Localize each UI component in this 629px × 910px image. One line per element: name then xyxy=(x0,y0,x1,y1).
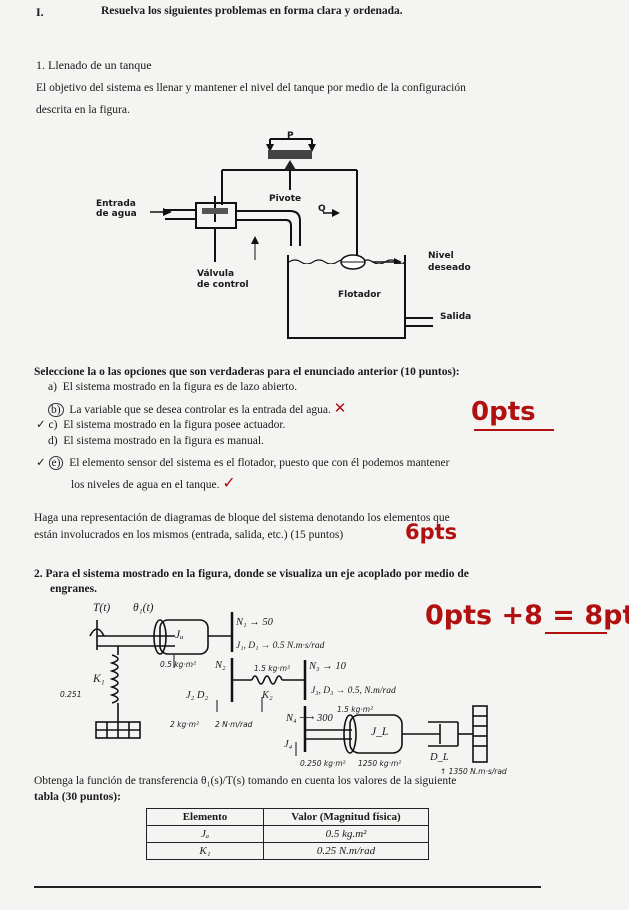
grade-underline-1 xyxy=(474,429,554,431)
handwritten-note-3: 2 kg·m² xyxy=(170,720,199,729)
block-question-line1: Haga una representación de diagramas de … xyxy=(34,512,450,524)
label-dl: D_L xyxy=(430,752,449,763)
label-torque: T(t) xyxy=(93,602,111,614)
handwritten-note-9: 1.5 kg·m² xyxy=(254,664,291,673)
label-n2: N₂ xyxy=(215,660,226,671)
problem1-title: 1. Llenado de un tanque xyxy=(36,58,152,72)
label-entrada-1: Entrada xyxy=(96,199,136,209)
table-row: K₁ 0.25 N.m/rad xyxy=(146,842,429,860)
label-flotador: Flotador xyxy=(338,290,381,300)
option-a[interactable]: a) El sistema mostrado en la figura es d… xyxy=(48,381,298,393)
transfer-function-text: Obtenga la función de transferencia θ₁(s… xyxy=(34,775,457,787)
values-table: Elemento Valor (Magnitud física) Jₐ 0.5 … xyxy=(146,808,429,860)
grade-underline-3 xyxy=(545,632,607,634)
wrong-mark-icon: ✕ xyxy=(333,399,347,417)
option-d[interactable]: d) El sistema mostrado en la figura es m… xyxy=(48,435,264,447)
handwritten-note-1: 0.5 kg·m² xyxy=(160,660,197,669)
label-q: Q xyxy=(318,204,326,214)
problem1-intro-line1: El objetivo del sistema es llenar y mant… xyxy=(36,82,466,94)
option-b-circle: b) xyxy=(48,403,64,417)
handwritten-note-5: 0.250 kg·m² xyxy=(300,759,346,768)
label-nivel-2: deseado xyxy=(428,263,471,273)
table-header-element: Elemento xyxy=(146,808,264,826)
label-j3d3: J₃, D₃ → 0.5, N.m/rad xyxy=(311,686,396,696)
table-header-value: Valor (Magnitud física) xyxy=(263,808,429,826)
label-salida: Salida xyxy=(440,312,472,322)
label-ja: Jₐ xyxy=(175,629,184,641)
label-n3: N₃ → 10 xyxy=(309,661,346,672)
label-k2: K₂ xyxy=(262,690,273,701)
label-entrada-2: de agua xyxy=(96,209,137,219)
table-header-row: Elemento Valor (Magnitud física) xyxy=(146,808,429,826)
check-mark-icon: ✓ xyxy=(36,417,46,431)
label-valvula-2: de control xyxy=(197,280,249,290)
problem2-title-cont: engranes. xyxy=(50,583,97,595)
grade-score-2: 6pts xyxy=(405,520,458,544)
label-j4: J₄ xyxy=(284,739,293,750)
problem2-title: 2. Para el sistema mostrado en la figura… xyxy=(34,568,469,580)
table-cell-value: 0.25 N.m/rad xyxy=(263,842,429,860)
transfer-function-text-cont: tabla (30 puntos): xyxy=(34,791,121,803)
label-jl: J_L xyxy=(371,726,389,738)
option-e-circle: e) xyxy=(48,456,64,470)
section-number: I. xyxy=(36,5,44,19)
problem1-question: Seleccione la o las opciones que son ver… xyxy=(34,366,460,378)
label-pivote: Pivote xyxy=(269,194,302,204)
handwritten-note-8: 0.251 xyxy=(60,690,82,699)
handwritten-note-2: 1.5 kg·m² xyxy=(337,705,374,714)
handwritten-note-6: 1250 kg·m² xyxy=(358,759,402,768)
grade-score-1: 0pts xyxy=(471,397,536,427)
table-cell-element: K₁ xyxy=(146,842,264,860)
label-n1: N₁ → 50 xyxy=(236,617,273,628)
bottom-divider xyxy=(34,886,541,888)
problem1-intro-line2: descrita en la figura. xyxy=(36,104,130,116)
label-n4: N₄ ⟶ 300 xyxy=(286,713,333,724)
handwritten-note-4: 2 N·m/rad xyxy=(215,720,253,729)
block-question-line2: están involucrados en los mismos (entrad… xyxy=(34,529,344,541)
table-cell-element: Jₐ xyxy=(146,825,264,843)
check-mark-icon: ✓ xyxy=(222,473,236,492)
handwritten-note-7: ↑ 1350 N.m·s/rad xyxy=(440,767,507,776)
option-c[interactable]: ✓ c) El sistema mostrado en la figura po… xyxy=(36,417,286,431)
label-valvula-1: Válvula xyxy=(197,269,235,279)
label-k1: K₁ xyxy=(93,673,105,685)
table-cell-value: 0.5 kg.m² xyxy=(263,825,429,843)
label-p: P xyxy=(287,131,294,141)
option-b[interactable]: b) La variable que se desea controlar es… xyxy=(48,399,346,417)
check-mark-icon: ✓ xyxy=(36,455,46,469)
label-j1d1: J₁, D₁ → 0.5 N.m·s/rad xyxy=(236,641,325,651)
option-e[interactable]: ✓ e) El elemento sensor del sistema es e… xyxy=(36,455,450,470)
grade-score-3: 0pts +8 = 8pts xyxy=(425,600,629,631)
label-j2d2: J₂ D₂ xyxy=(186,690,209,701)
label-theta: θ₁(t) xyxy=(133,602,154,614)
table-row: Jₐ 0.5 kg.m² xyxy=(146,825,429,843)
section-title: Resuelva los siguientes problemas en for… xyxy=(101,5,403,17)
option-e-cont: los niveles de agua en el tanque. ✓ xyxy=(71,473,236,492)
label-nivel-1: Nivel xyxy=(428,251,454,261)
